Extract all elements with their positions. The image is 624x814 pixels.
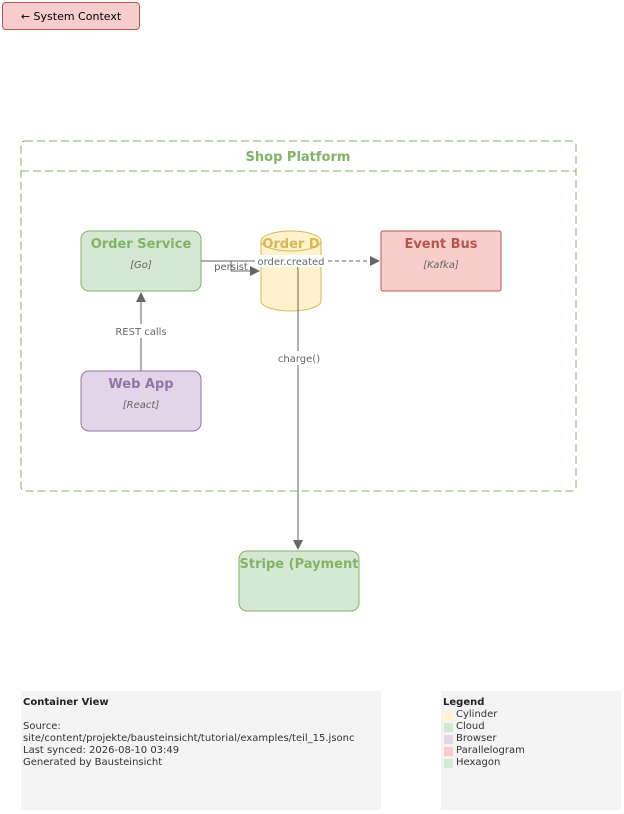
shop-platform-boundary[interactable]: Shop Platform bbox=[20, 140, 577, 492]
stripe-node[interactable]: Stripe (Payment bbox=[238, 550, 360, 612]
info-last-synced: Last synced: 2026-08-10 03:49 bbox=[23, 745, 180, 756]
legend-swatch bbox=[444, 710, 453, 720]
info-source-path: site/content/projekte/bausteinsicht/tuto… bbox=[23, 733, 355, 744]
legend-item-label: Cloud bbox=[456, 721, 485, 732]
legend-item: Cloud bbox=[443, 721, 619, 733]
edge-order-created[interactable]: order.created bbox=[255, 255, 380, 268]
legend-item-label: Cylinder bbox=[456, 709, 498, 720]
event-bus-tech: [Kafka] bbox=[423, 260, 459, 271]
event-bus-title: Event Bus bbox=[404, 237, 477, 252]
info-panel: Container View Source: site/content/proj… bbox=[21, 691, 381, 810]
stripe-title: Stripe (Payment bbox=[240, 557, 359, 572]
order-service-tech: [Go] bbox=[130, 260, 152, 271]
legend-swatch bbox=[444, 758, 453, 768]
web-app-node[interactable]: Web App [React] bbox=[80, 370, 202, 432]
legend-item-label: Browser bbox=[456, 733, 497, 744]
info-generated-by: Generated by Bausteinsicht bbox=[23, 757, 163, 768]
legend-swatch bbox=[444, 722, 453, 732]
web-app-tech: [React] bbox=[123, 400, 160, 411]
legend-panel: Legend Cylinder Cloud Browser Parallelog… bbox=[441, 691, 621, 810]
edge-rest-calls-label: REST calls bbox=[115, 327, 166, 338]
legend-item-label: Parallelogram bbox=[456, 745, 525, 756]
order-service-title: Order Service bbox=[91, 237, 192, 252]
info-source-label: Source: bbox=[23, 721, 61, 732]
edge-charge-label: charge() bbox=[278, 354, 320, 365]
legend-item: Hexagon bbox=[443, 757, 619, 769]
back-to-system-context-button[interactable]: ← System Context bbox=[2, 2, 140, 30]
legend-item: Cylinder bbox=[443, 709, 619, 721]
event-bus-node[interactable]: Event Bus [Kafka] bbox=[380, 230, 502, 292]
legend-item-label: Hexagon bbox=[456, 757, 501, 768]
boundary-title: Shop Platform bbox=[246, 150, 351, 165]
web-app-title: Web App bbox=[108, 377, 173, 392]
edge-persist-label: persist bbox=[214, 262, 248, 273]
order-db-node[interactable]: Order D bbox=[260, 230, 322, 312]
edge-persist[interactable]: persist bbox=[201, 260, 260, 276]
legend-title: Legend bbox=[443, 697, 485, 708]
info-title: Container View bbox=[23, 697, 109, 708]
edge-rest-calls[interactable]: REST calls bbox=[111, 292, 171, 371]
order-db-title: Order D bbox=[262, 237, 320, 252]
legend-item: Parallelogram bbox=[443, 745, 619, 757]
legend-item: Browser bbox=[443, 733, 619, 745]
legend-swatch bbox=[444, 734, 453, 744]
edge-order-created-label: order.created bbox=[257, 257, 324, 268]
legend-swatch bbox=[444, 746, 453, 756]
order-service-node[interactable]: Order Service [Go] bbox=[80, 230, 202, 292]
